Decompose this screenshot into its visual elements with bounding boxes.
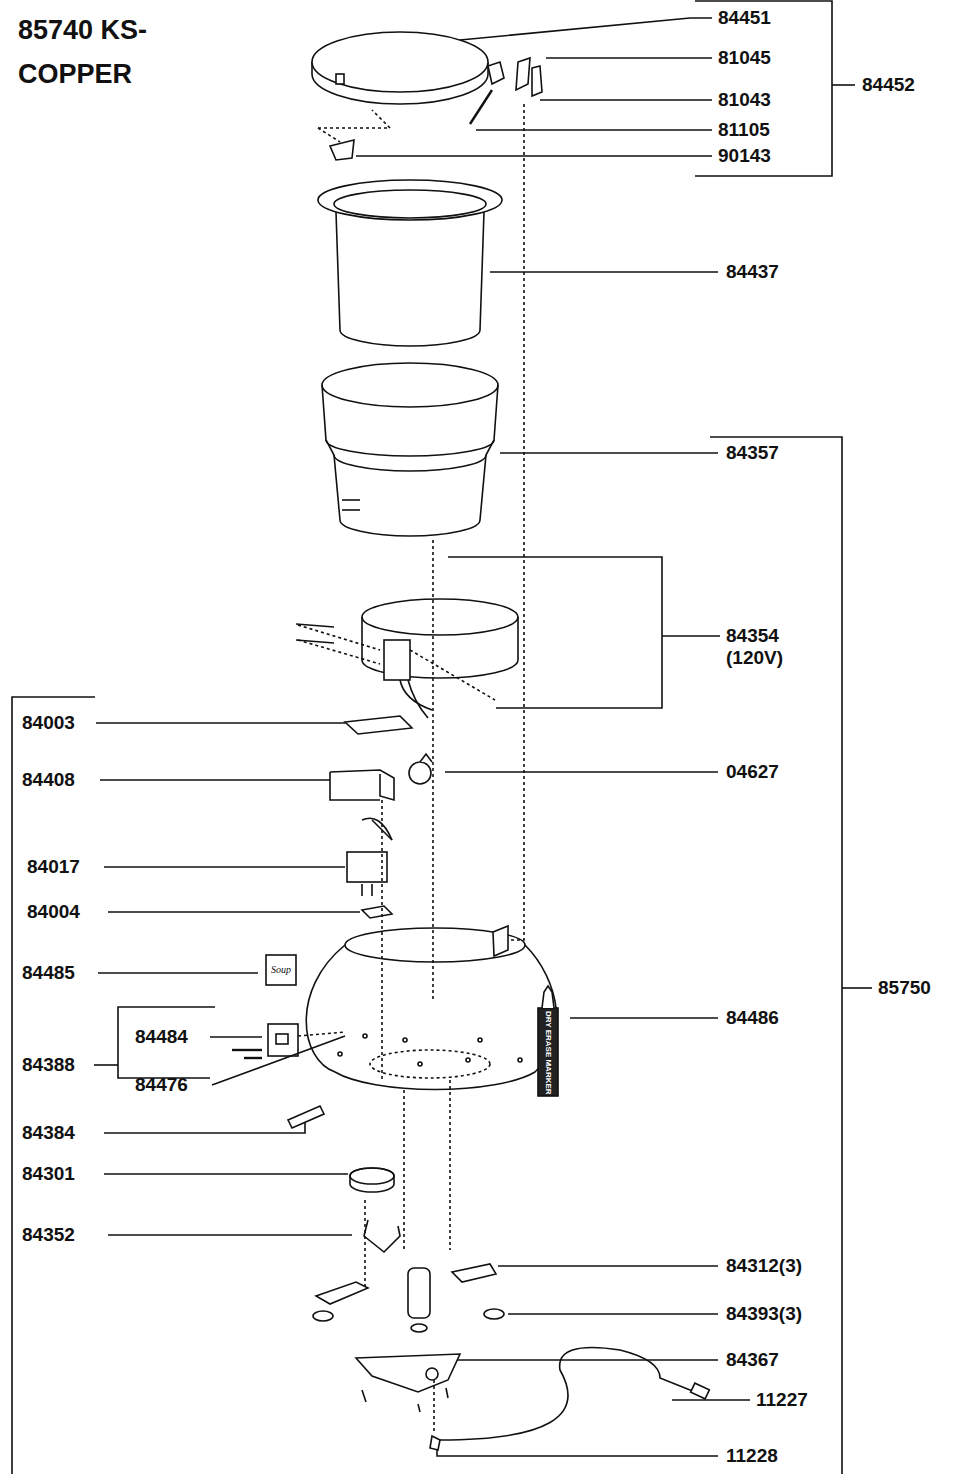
part-number: 84312(3) [726, 1255, 802, 1277]
part-number: 84384 [22, 1122, 75, 1144]
part-number: 84301 [22, 1163, 75, 1185]
part-number: 84408 [22, 769, 75, 791]
part-number: 11228 [726, 1445, 778, 1467]
part-number: 11227 [756, 1389, 808, 1411]
part-number: 85750 [878, 977, 931, 999]
part-number: 84485 [22, 962, 75, 984]
part-number: 84354 (120V) [726, 625, 798, 669]
part-number: 90143 [718, 145, 771, 167]
part-number: 84393(3) [726, 1303, 802, 1325]
part-number: 84486 [726, 1007, 779, 1029]
part-number: 84452 [862, 74, 915, 96]
part-number: 81045 [718, 47, 771, 69]
marker-text: DRY ERASE MARKER [543, 1011, 553, 1095]
part-number: 84476 [135, 1074, 188, 1096]
diagram-title: 85740 KS-COPPER [18, 8, 193, 96]
part-number: 84388 [22, 1054, 75, 1076]
part-number: 81043 [718, 89, 771, 111]
part-number: 04627 [726, 761, 779, 783]
part-number: 84437 [726, 261, 779, 283]
part-number: 84367 [726, 1349, 779, 1371]
part-number: 81105 [718, 119, 770, 141]
card-text: Soup [271, 963, 291, 977]
part-number: 84357 [726, 442, 779, 464]
part-number: 84017 [27, 856, 80, 878]
part-number: 84004 [27, 901, 80, 923]
part-number: 84352 [22, 1224, 75, 1246]
part-number: 84451 [718, 7, 771, 29]
part-number: 84003 [22, 712, 75, 734]
part-number: 84484 [135, 1026, 188, 1048]
